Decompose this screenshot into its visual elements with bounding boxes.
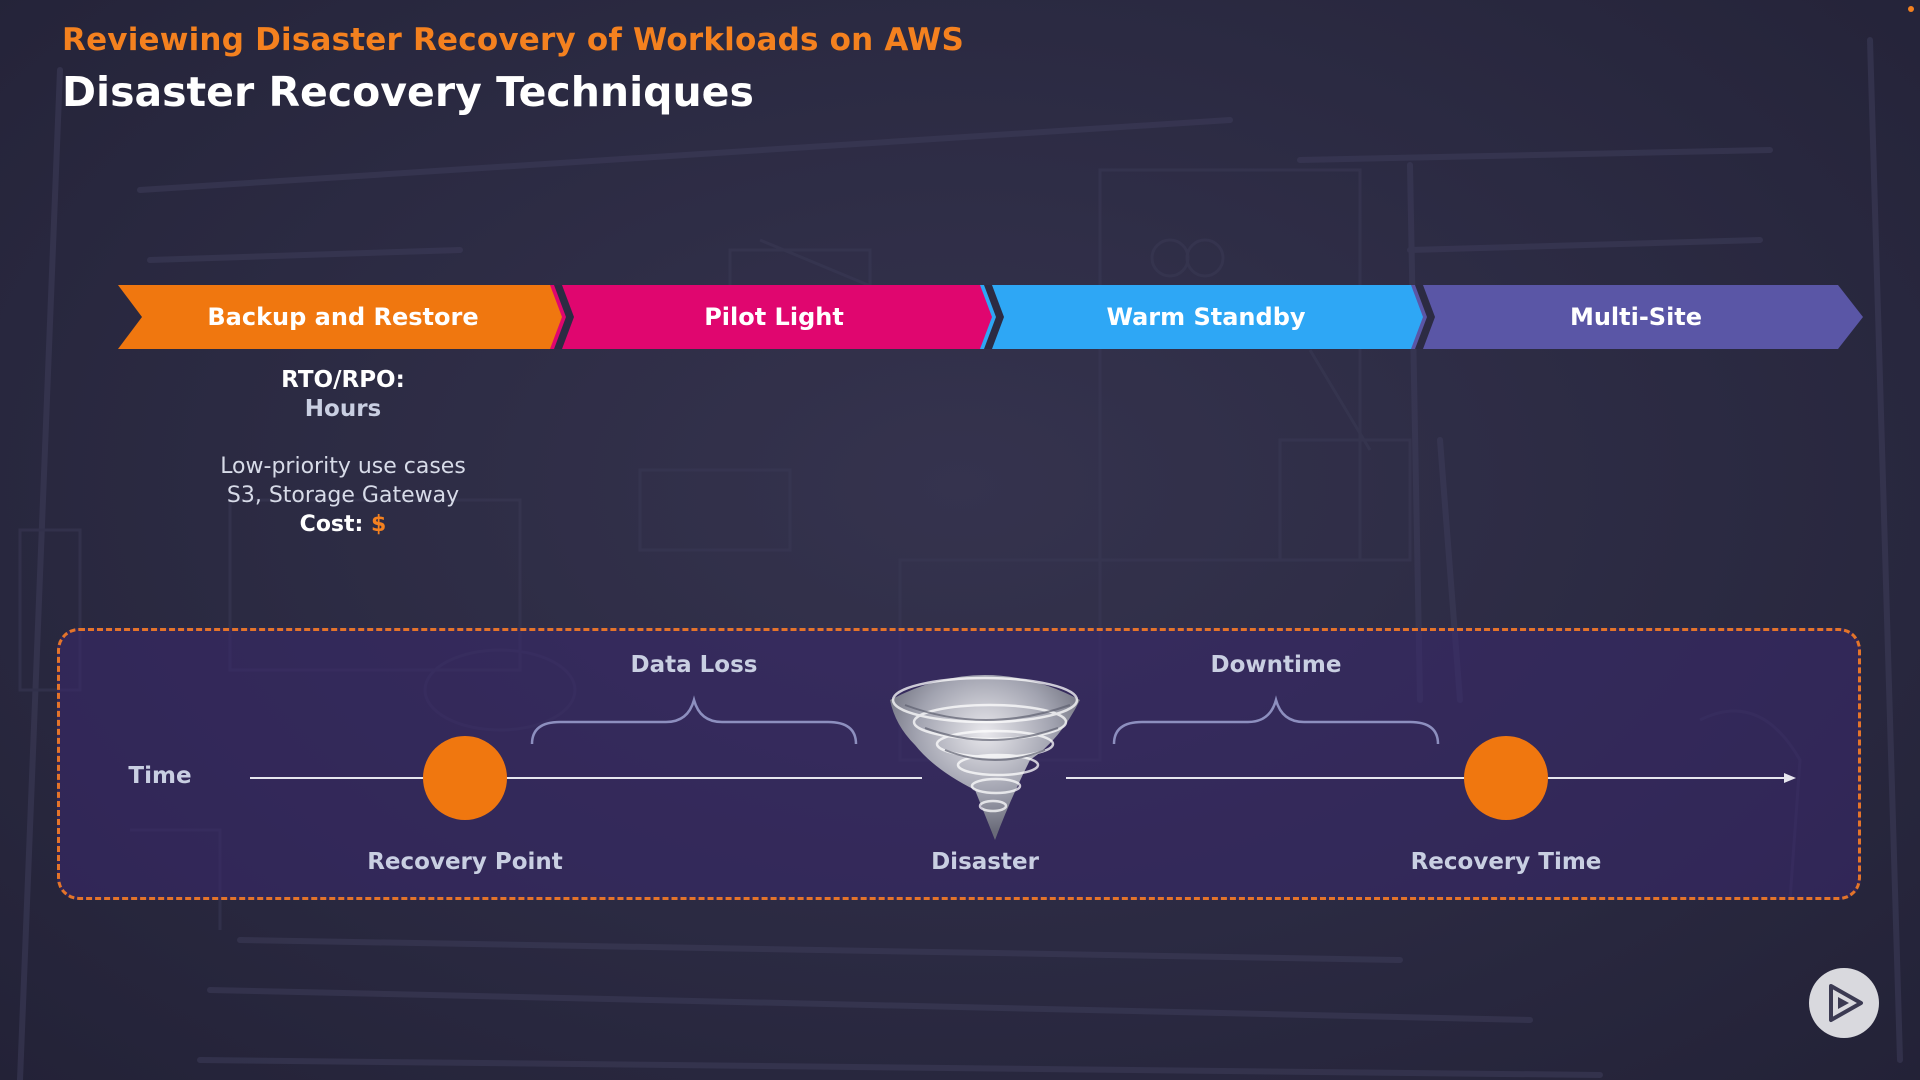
recovery-time-label: Recovery Time <box>1410 849 1602 875</box>
time-axis-arrowhead <box>1784 773 1796 783</box>
course-subtitle: Reviewing Disaster Recovery of Workloads… <box>62 22 965 58</box>
data-loss-label: Data Loss <box>630 652 758 678</box>
downtime-brace <box>1112 695 1440 745</box>
player-logo-button[interactable] <box>1809 968 1879 1038</box>
chevron-multi-site <box>1411 285 1863 349</box>
data-loss-brace <box>530 695 858 745</box>
tornado-icon <box>890 675 1080 840</box>
recovery-time-marker <box>1464 736 1548 820</box>
technique-label-multi-site: Multi-Site <box>1569 303 1703 331</box>
technique-label-backup-and-restore: Backup and Restore <box>207 303 479 331</box>
rto-rpo-label: RTO/RPO: <box>281 367 405 393</box>
cost-line: Cost: $ <box>173 510 513 539</box>
chevron-pilot-light <box>550 285 996 349</box>
cost-label: Cost: <box>299 512 364 537</box>
disaster-label: Disaster <box>931 849 1039 875</box>
time-axis-label: Time <box>128 763 192 789</box>
recovery-point-label: Recovery Point <box>367 849 563 875</box>
technique-details: RTO/RPO: Hours Low-priority use cases S3… <box>173 366 513 539</box>
corner-marker <box>1908 6 1914 12</box>
chevron-warm-standby <box>980 285 1427 349</box>
cost-value: $ <box>371 512 387 537</box>
slide-title: Disaster Recovery Techniques <box>62 68 754 116</box>
use-cases-text: Low-priority use cases <box>220 454 466 479</box>
technique-label-pilot-light: Pilot Light <box>704 303 844 331</box>
technique-chevrons <box>118 285 1863 349</box>
play-icon <box>1829 984 1863 1022</box>
recovery-point-marker <box>423 736 507 820</box>
technique-label-warm-standby: Warm Standby <box>1106 303 1306 331</box>
services-text: S3, Storage Gateway <box>226 483 460 508</box>
rto-rpo-value: Hours <box>304 396 382 422</box>
chevron-backup-and-restore <box>118 285 566 349</box>
downtime-label: Downtime <box>1210 652 1342 678</box>
